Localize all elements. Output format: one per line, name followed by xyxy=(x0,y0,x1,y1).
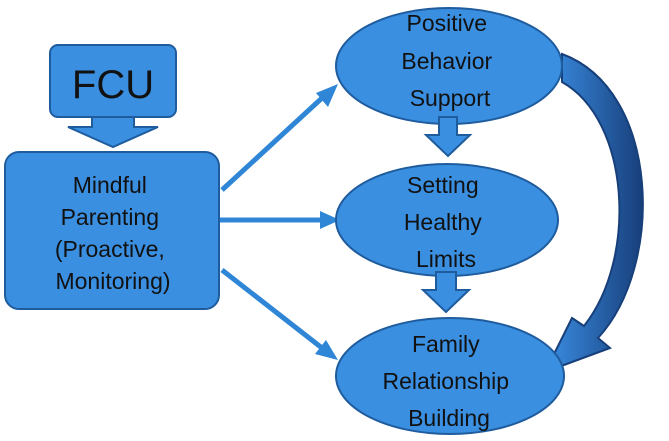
family-line-1: Family xyxy=(412,331,480,357)
positive-behavior-line-3: Support xyxy=(410,85,491,111)
family-relationship-building-label: Family Relationship Building xyxy=(383,331,516,431)
positive-behavior-line-2: Behavior xyxy=(401,48,492,74)
arrow-to-positive-behavior xyxy=(220,84,338,192)
fcu-label: FCU xyxy=(72,63,154,107)
family-line-3: Building xyxy=(408,405,490,431)
pbs-down-arrow xyxy=(423,116,473,158)
mindful-parenting-box xyxy=(4,151,220,310)
positive-behavior-support-label: Positive Behavior Support xyxy=(401,10,498,111)
positive-behavior-line-1: Positive xyxy=(407,10,488,36)
limits-down-arrow xyxy=(420,271,472,314)
mindful-parenting-line-3: (Proactive, xyxy=(55,236,165,262)
mindful-parenting-label: Mindful Parenting (Proactive, Monitoring… xyxy=(55,172,171,294)
arrow-to-family-relationship xyxy=(220,268,338,360)
fcu-down-arrow xyxy=(67,116,159,149)
arrow-to-setting-limits xyxy=(220,211,340,229)
setting-limits-line-1: Setting xyxy=(407,172,479,198)
mindful-parenting-line-2: Parenting xyxy=(61,204,159,230)
mindful-parenting-line-4: Monitoring) xyxy=(55,268,170,294)
family-line-2: Relationship xyxy=(383,368,510,394)
setting-limits-line-3: Limits xyxy=(416,246,476,272)
curved-arrow-to-family xyxy=(542,52,644,374)
mindful-parenting-line-1: Mindful xyxy=(73,172,147,198)
setting-healthy-limits-label: Setting Healthy Limits xyxy=(404,172,488,272)
setting-limits-line-2: Healthy xyxy=(404,209,482,235)
family-relationship-building-ellipse xyxy=(335,317,565,435)
